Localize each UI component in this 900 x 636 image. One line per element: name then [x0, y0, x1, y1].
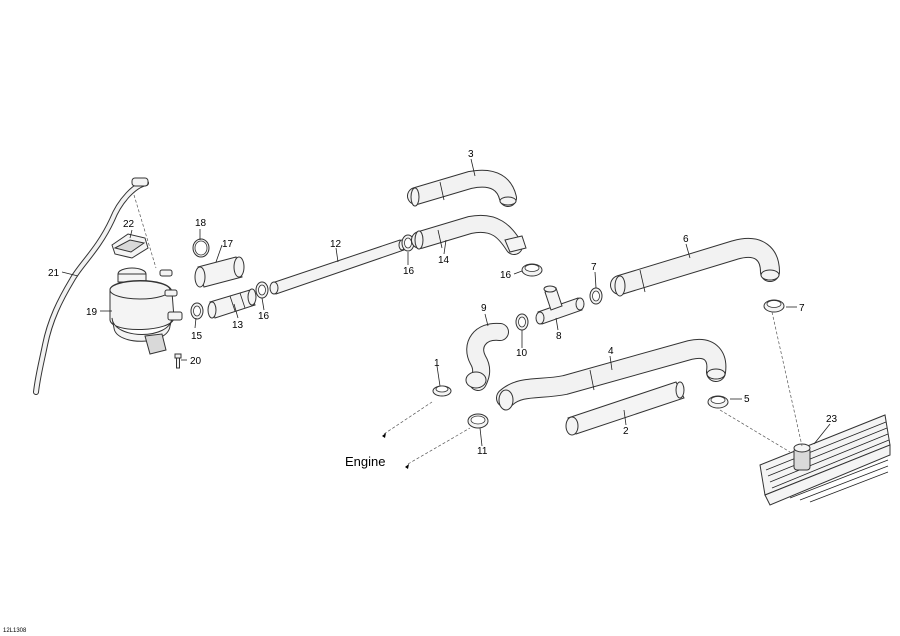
callout-1: 1	[434, 358, 440, 369]
connector-tube	[207, 288, 257, 319]
arrow-marker-lower	[405, 464, 409, 469]
callout-20: 20	[190, 356, 202, 367]
engine-label: Engine	[345, 454, 385, 469]
clamp-16-left	[255, 281, 269, 299]
drawing-code: 12L1308	[3, 628, 27, 634]
callout-21: 21	[48, 268, 60, 279]
callout-6: 6	[683, 234, 689, 245]
sleeve	[194, 256, 245, 288]
small-clamp-15	[190, 302, 204, 320]
callout-17: 17	[222, 239, 234, 250]
callout-2: 2	[623, 426, 629, 437]
right-upper-hose	[610, 238, 780, 297]
clamp-16-right	[521, 263, 543, 277]
coolant-reservoir	[109, 267, 183, 355]
callout-16-right: 16	[500, 270, 512, 281]
callout-3: 3	[468, 149, 474, 160]
callout-7-left: 7	[591, 262, 597, 273]
callout-11: 11	[477, 446, 488, 457]
callout-4: 4	[608, 346, 614, 357]
callout-22: 22	[123, 219, 135, 230]
arrow-marker-upper	[382, 433, 386, 438]
callout-16-left: 16	[258, 311, 270, 322]
callout-14: 14	[438, 255, 450, 266]
radiator	[759, 414, 891, 506]
clamp-1	[432, 385, 452, 397]
callout-19: 19	[86, 307, 98, 318]
callout-23: 23	[826, 414, 838, 425]
callout-18: 18	[195, 218, 207, 229]
upper-hose	[407, 169, 517, 207]
clamp-10	[515, 313, 529, 331]
callout-7-right: 7	[799, 303, 805, 314]
clamp-7-right	[763, 299, 785, 313]
clamp-7-left	[589, 287, 603, 305]
callout-12: 12	[330, 239, 342, 250]
callout-15: 15	[191, 331, 203, 342]
leader-lines	[61, 158, 831, 447]
clamp-11	[467, 413, 489, 429]
lower-straight-hose	[565, 381, 685, 436]
reservoir-cap	[111, 233, 149, 259]
callout-10: 10	[516, 348, 528, 359]
elbow-hose	[465, 322, 509, 391]
alignment-lines	[133, 194, 803, 465]
curved-hose	[411, 214, 527, 255]
tee-fitting	[535, 285, 585, 325]
callout-5: 5	[744, 394, 750, 405]
clamp-16-middle	[401, 234, 415, 252]
callout-13: 13	[232, 320, 244, 331]
callout-16-middle: 16	[403, 266, 415, 277]
clamp-5	[707, 395, 729, 409]
overflow-hose	[33, 177, 149, 395]
callout-8: 8	[556, 331, 562, 342]
long-lower-hose	[496, 338, 727, 411]
callout-9: 9	[481, 303, 487, 314]
screw	[174, 353, 182, 369]
clamp-ring	[192, 238, 210, 258]
